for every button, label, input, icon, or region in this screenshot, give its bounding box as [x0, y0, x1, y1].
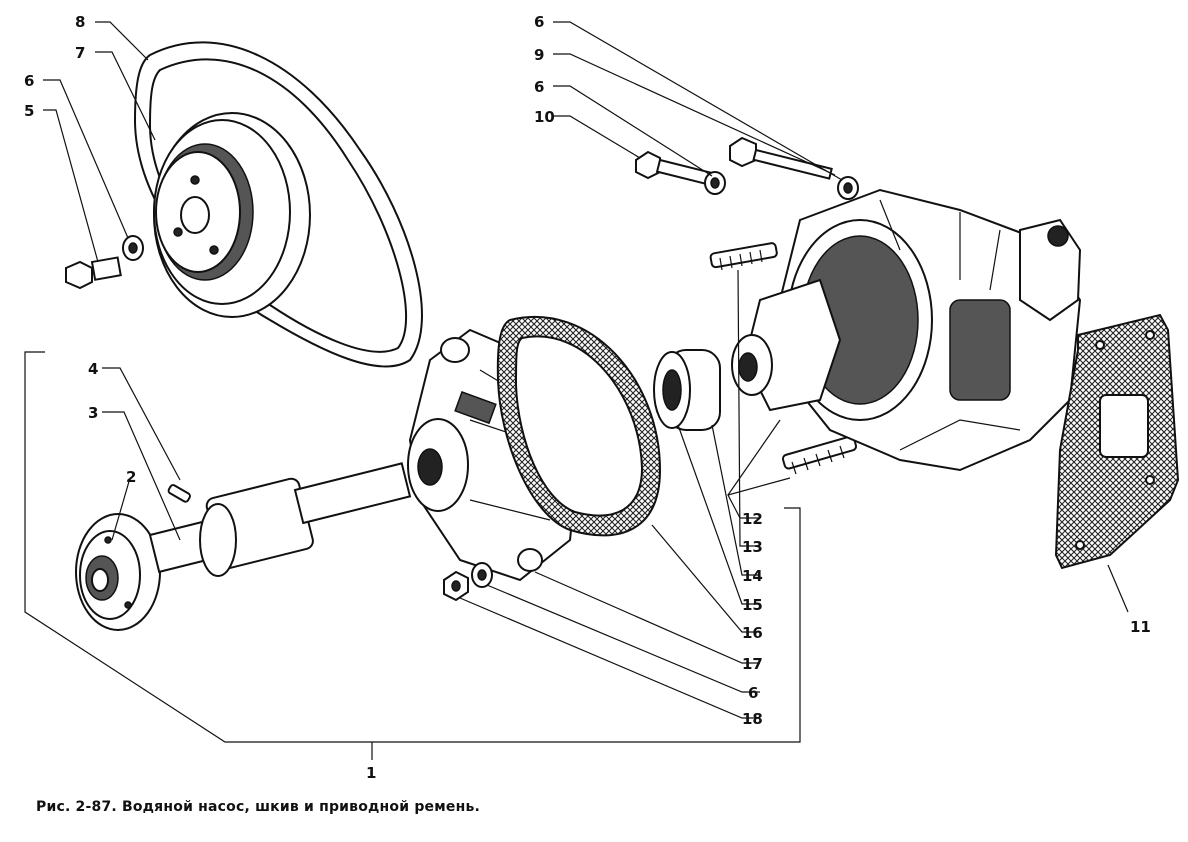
shaft-pin — [167, 484, 191, 503]
stud-upper — [709, 242, 778, 271]
bolt-short — [635, 150, 715, 187]
bolt-washer-a — [704, 171, 726, 195]
callout-14: 14 — [742, 567, 763, 585]
callout-15: 15 — [742, 596, 763, 614]
callout-12: 12 — [742, 510, 763, 528]
callout-4: 4 — [88, 360, 98, 378]
pulley-washer — [122, 235, 144, 261]
callout-3: 3 — [88, 404, 98, 422]
callout-8: 8 — [75, 13, 85, 31]
callout-13: 13 — [742, 538, 763, 556]
pulley-bolt — [65, 256, 122, 290]
pulley — [153, 112, 311, 318]
callout-10: 10 — [534, 108, 555, 126]
bolt-long — [729, 136, 833, 180]
callout-5: 5 — [24, 102, 34, 120]
callout-1: 1 — [366, 764, 376, 782]
callout-6: 6 — [534, 78, 544, 96]
callout-labels: 8 7 6 5 4 3 2 1 6 9 6 10 11 12 13 14 15 … — [24, 13, 1151, 782]
pump-housing — [731, 188, 1082, 472]
callout-6: 6 — [24, 72, 34, 90]
stud-lower — [781, 435, 858, 475]
callout-7: 7 — [75, 44, 85, 62]
callout-6: 6 — [534, 13, 544, 31]
callout-16: 16 — [742, 624, 763, 642]
callout-18: 18 — [742, 710, 763, 728]
drive-belt — [133, 41, 423, 368]
cover-nut — [443, 570, 469, 602]
pump-hub — [75, 513, 161, 631]
housing-gasket — [1054, 313, 1180, 570]
callout-2: 2 — [126, 468, 136, 486]
bolt-washer-b — [837, 176, 859, 200]
pump-shaft-bearing — [148, 462, 412, 577]
cover-washer — [471, 562, 493, 588]
callout-6: 6 — [748, 684, 758, 702]
shaft-seal — [653, 349, 721, 431]
leader-lines — [24, 21, 1129, 760]
callout-9: 9 — [534, 46, 544, 64]
pump-gasket — [496, 315, 662, 537]
callout-11: 11 — [1130, 618, 1151, 636]
callout-17: 17 — [742, 655, 763, 673]
figure-caption: Рис. 2-87. Водяной насос, шкив и приводн… — [36, 799, 481, 815]
